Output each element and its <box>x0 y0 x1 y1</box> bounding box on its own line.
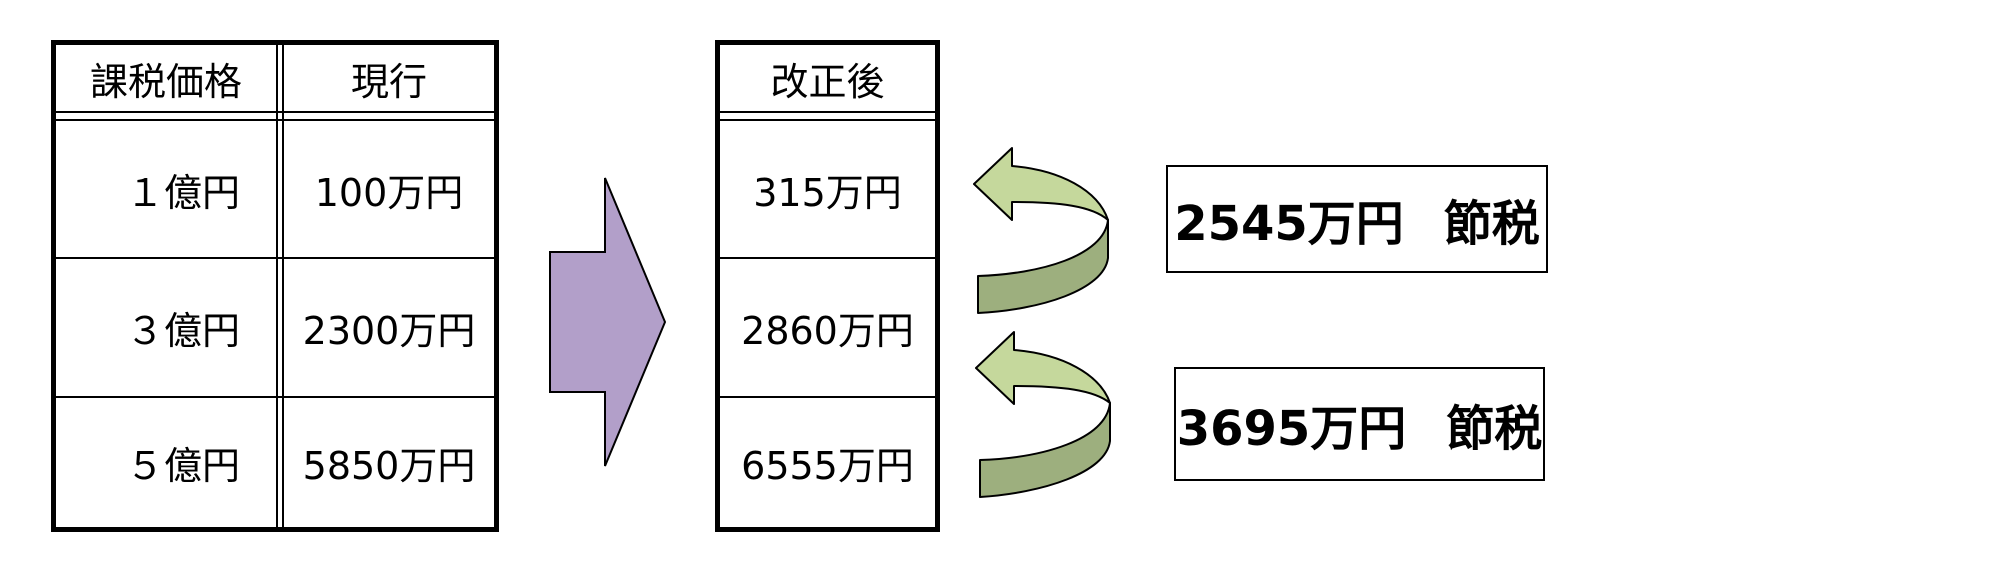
current-tax-table: 課税価格 現行 １億円 100万円 ３億円 2300万円 ５億円 5850万円 <box>51 40 499 532</box>
savings-amount: 3695万円 <box>1176 401 1407 457</box>
current-tax-cell: 100万円 <box>314 170 464 215</box>
revised-tax-cell: 2860万円 <box>741 309 914 353</box>
curved-arrow-icon <box>975 331 1111 498</box>
current-tax-cell: 5850万円 <box>302 444 476 488</box>
current-tax-cell: 2300万円 <box>302 309 476 353</box>
tax-price-cell: １億円 <box>125 170 240 215</box>
savings-amount: 2545万円 <box>1174 196 1404 252</box>
right-arrow-icon <box>549 177 667 467</box>
savings-box: 2545万円節税 <box>1166 165 1548 273</box>
tax-price-cell: ３億円 <box>125 309 240 353</box>
revised-tax-table: 改正後 315万円 2860万円 6555万円 <box>715 40 940 532</box>
revised-tax-cell: 6555万円 <box>741 444 914 488</box>
savings-box: 3695万円節税 <box>1174 367 1545 481</box>
header-current: 現行 <box>350 59 427 104</box>
revised-tax-cell: 315万円 <box>753 170 902 215</box>
savings-label: 節税 <box>1446 401 1543 457</box>
curved-arrow-icon <box>973 147 1109 314</box>
header-revised: 改正後 <box>770 59 885 104</box>
tax-price-cell: ５億円 <box>125 444 240 488</box>
header-tax-price: 課税価格 <box>89 59 242 104</box>
savings-label: 節税 <box>1443 196 1540 252</box>
